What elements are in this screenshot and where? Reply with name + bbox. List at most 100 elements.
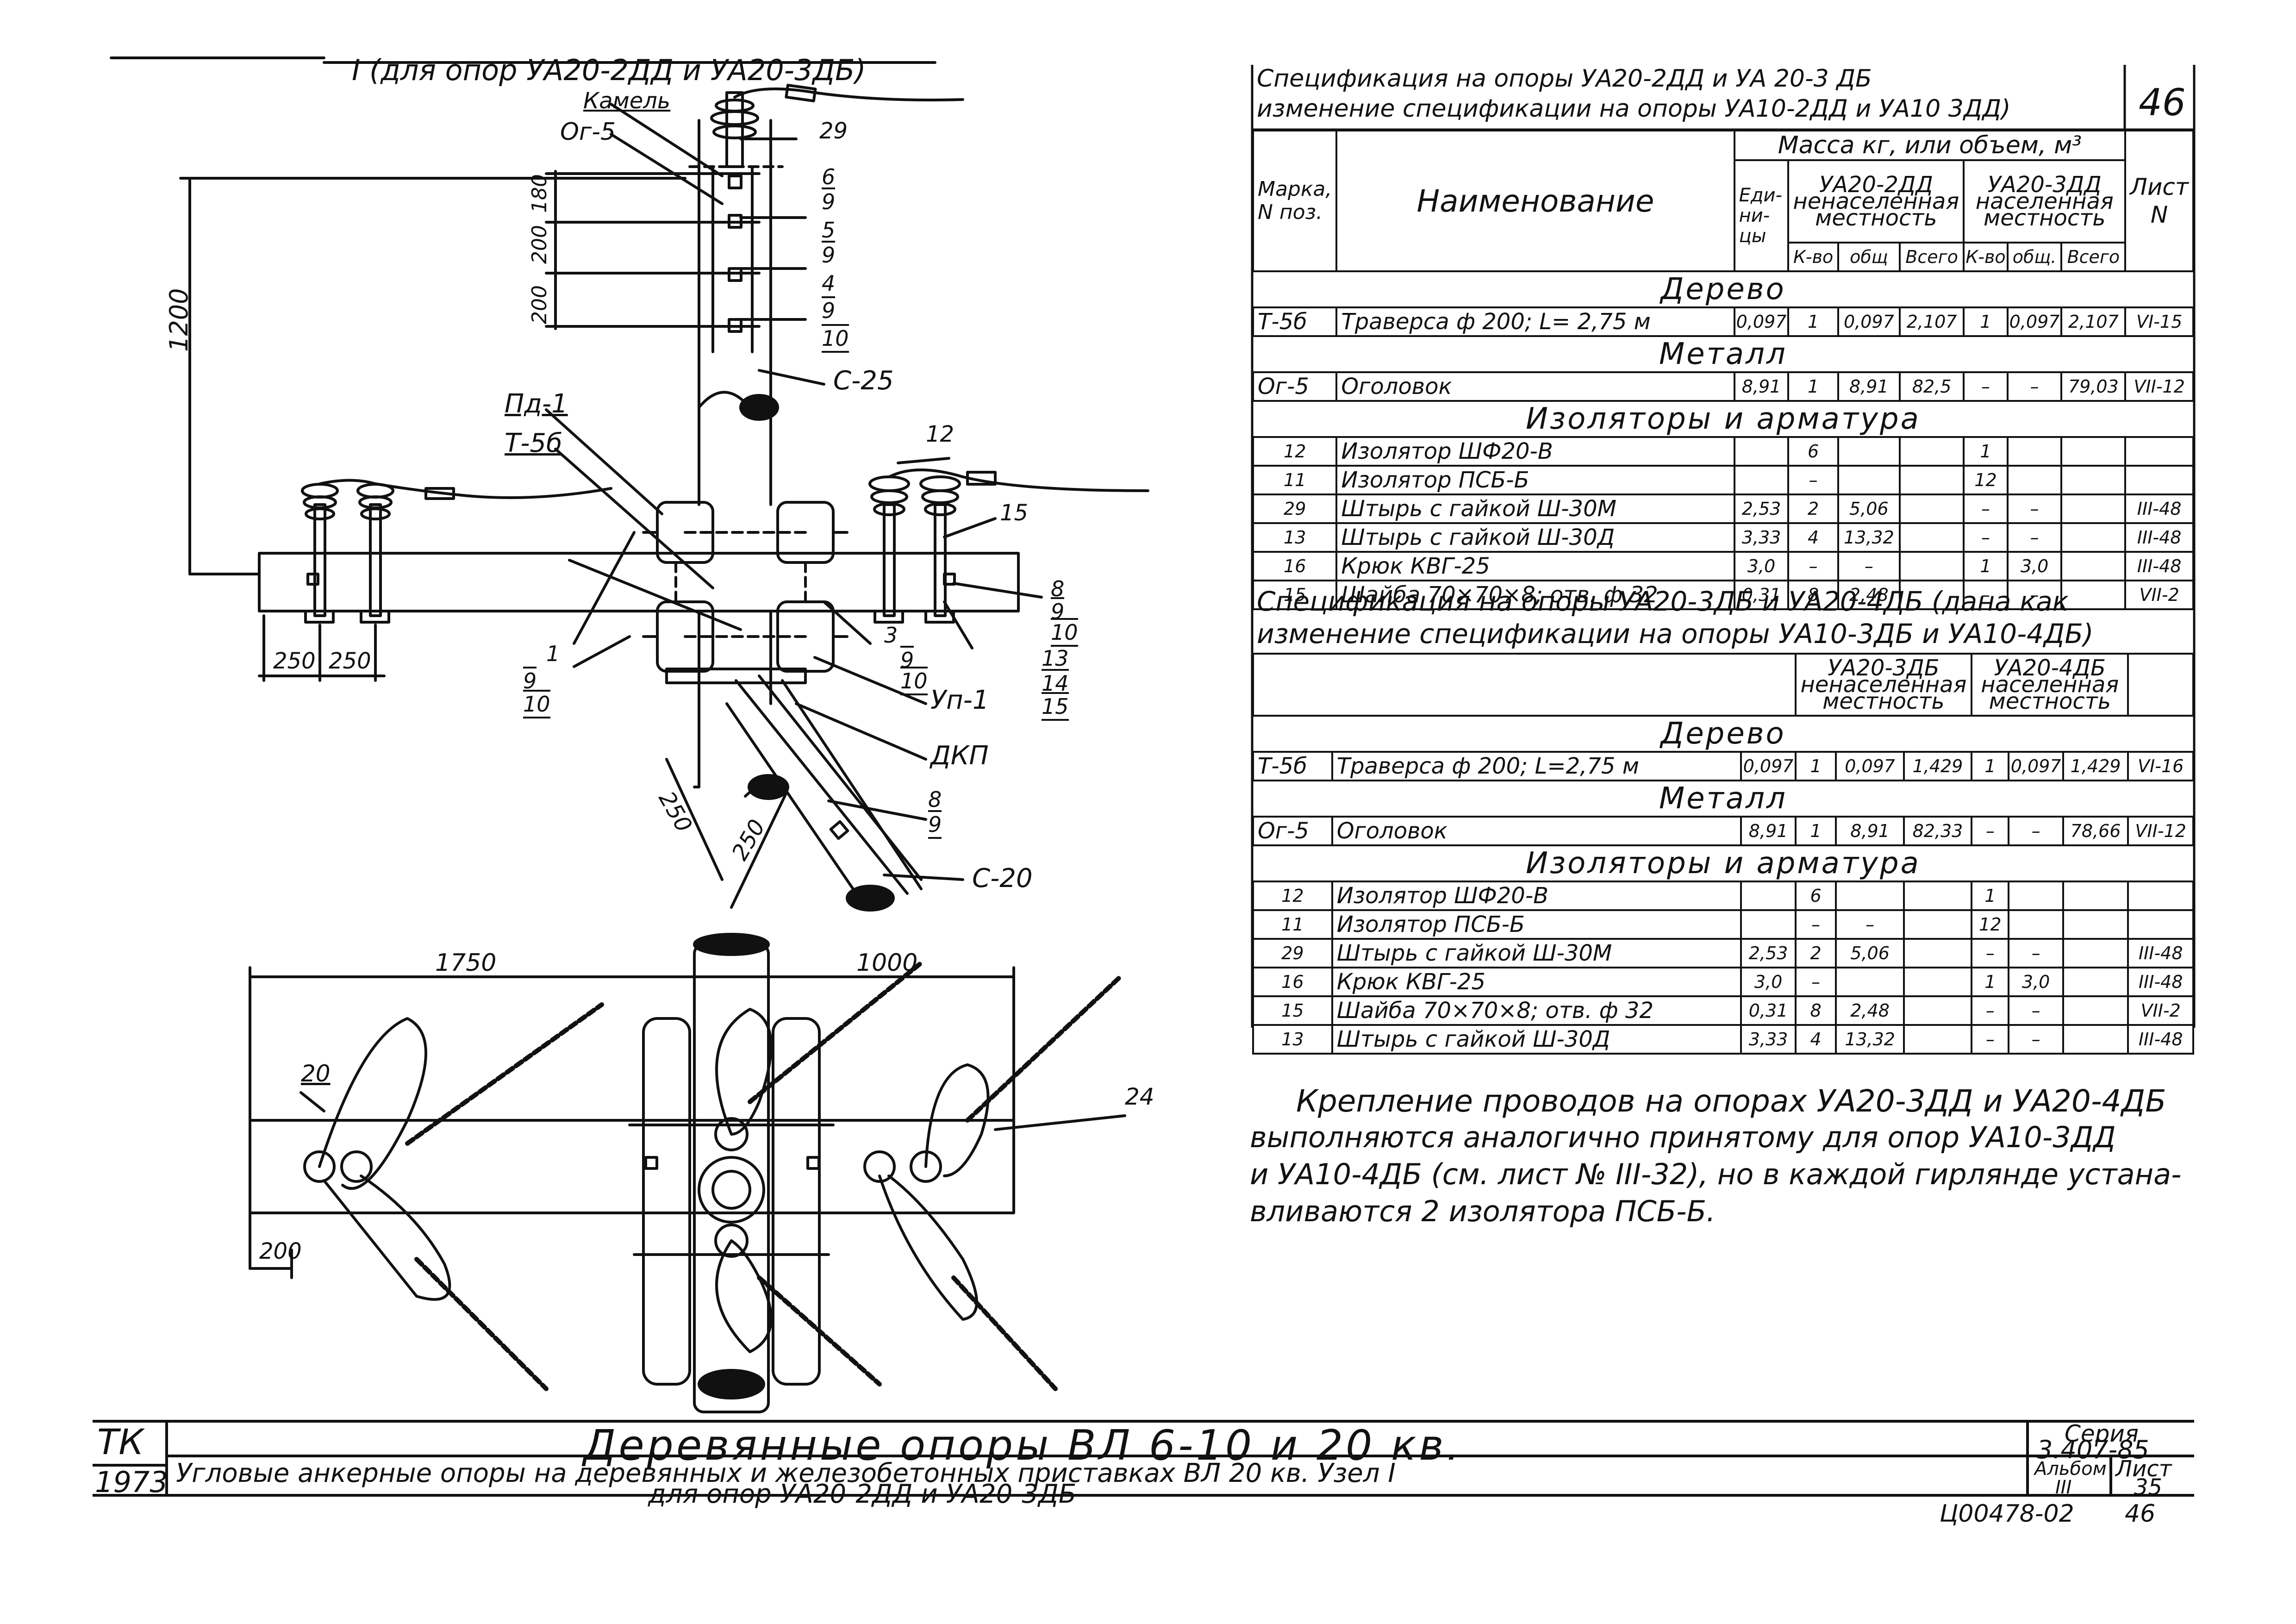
note-line-2: выполняются аналогично принятому для опо… — [1250, 1120, 2116, 1154]
node-title: I (для опор УА20-2ДД и УА20-3ДБ) — [352, 53, 866, 87]
tb-org: ТК — [97, 1421, 144, 1462]
callout-9f: 9 — [900, 646, 914, 673]
tb-sheet-value: 35 — [2134, 1474, 2163, 1500]
tb-page: 46 — [2125, 1500, 2156, 1528]
dim-200-plan: 200 — [259, 1238, 302, 1264]
spec1-col-obsh2: общ. — [2006, 242, 2063, 272]
spec1-title-1: Спецификация на опоры УА20-2ДД и УА 20-3… — [1257, 65, 1872, 93]
callout-t5b: Т-5б — [505, 428, 562, 458]
callout-pd1: Пд-1 — [505, 389, 568, 419]
note-line-1: Крепление проводов на опорах УА20-3ДД и … — [1296, 1083, 2166, 1119]
lower-pole-c20 — [693, 675, 923, 912]
callout-9e: 9 — [523, 667, 537, 693]
callout-9b: 9 — [822, 241, 836, 268]
dim-250a: 250 — [273, 648, 316, 674]
spec1-col-group2: УА20-3ДД населенная местность — [1963, 159, 2127, 244]
spec1-col-name: Наименование — [1335, 130, 1735, 272]
callout-9d: 9 — [1051, 597, 1065, 624]
spec1-col-list: Лист N — [2124, 130, 2194, 272]
note-line-4: вливаются 2 изолятора ПСБ-Б. — [1250, 1194, 1716, 1228]
tb-year: 1973 — [95, 1465, 168, 1499]
tb-sub-2: для опор УА20-2ДД и УА20-3ДБ — [648, 1479, 1077, 1509]
callout-4: 4 — [822, 271, 836, 296]
callout-og5: Ог-5 — [560, 118, 616, 146]
tb-code: Ц00478-02 — [1940, 1500, 2074, 1528]
spec2-col-group2: УА20-4ДБ населенная местность — [1971, 653, 2129, 717]
spec1-sheet-no: 46 — [2139, 81, 2186, 124]
callout-14: 14 — [1042, 669, 1069, 696]
spec2-sec-wood: Дерево — [1253, 715, 2193, 753]
callout-kamel: Камель — [583, 88, 671, 114]
note-line-3: и УА10-4ДБ (см. лист № III-32), но в каж… — [1250, 1157, 2182, 1191]
spec1-col-kvo: К-во — [1787, 242, 1839, 272]
plan-view — [249, 933, 1126, 1413]
dim-1750: 1750 — [435, 949, 497, 977]
callout-10d: 10 — [900, 667, 928, 695]
spec1-col-vsego: Всего — [1898, 242, 1965, 272]
spec1-title-2: изменение спецификации на опоры УА10-2ДД… — [1257, 95, 2011, 123]
callout-12: 12 — [926, 421, 955, 447]
spec2-sec-metal: Металл — [1253, 780, 2193, 818]
dim-1000: 1000 — [856, 949, 918, 977]
callout-c20: С-20 — [972, 863, 1033, 893]
callout-10a: 10 — [822, 324, 849, 353]
tb-main-title: Деревянные опоры ВЛ 6-10 и 20 кв. — [583, 1421, 1462, 1470]
callout-20: 20 — [301, 1060, 331, 1087]
crossarm-t5b — [258, 552, 1020, 612]
spec1-sec-ins: Изоляторы и арматура — [1253, 400, 2193, 438]
top-insulator — [710, 83, 964, 168]
callout-10c: 10 — [523, 690, 550, 718]
callout-9g: 9 — [928, 810, 942, 839]
spec1-col-obsh: общ — [1837, 242, 1901, 272]
spec1-sec-wood: Дерево — [1253, 270, 2193, 308]
spec2-sec-ins: Изоляторы и арматура — [1253, 844, 2193, 882]
spec1-col-unit: Еди- ни- цы — [1733, 159, 1790, 272]
spec1-col-mass: Масса кг, или объем, м³ — [1733, 130, 2127, 160]
spec1-col-vsego2: Всего — [2060, 242, 2127, 272]
spec2-title-2: изменение спецификации на опоры УА10-3ДБ… — [1257, 618, 2094, 650]
callout-13: 13 — [1042, 646, 1069, 671]
callout-15: 15 — [1000, 500, 1029, 526]
tb-series-value: 3.407-85 — [2037, 1435, 2149, 1464]
callout-15b: 15 — [1042, 692, 1069, 721]
tb-album-label: Альбом — [2034, 1458, 2107, 1480]
spec2-title-1: Спецификация на опоры УА20-3ДБ и УА20-4Д… — [1257, 586, 2069, 617]
callout-8b: 8 — [928, 787, 942, 812]
tb-sub-1: Угловые анкерные опоры на деревянных и ж… — [176, 1458, 1396, 1488]
callout-up1: Уп-1 — [930, 685, 989, 715]
callout-5: 5 — [822, 218, 836, 243]
tb-album-value: III — [2055, 1477, 2072, 1498]
spec1-sec-metal: Металл — [1253, 335, 2193, 373]
callout-24: 24 — [1125, 1083, 1154, 1110]
callout-10b: 10 — [1051, 618, 1078, 647]
spec1-col-mark: Марка, N поз. — [1252, 130, 1338, 272]
callout-6: 6 — [822, 164, 836, 189]
spec2-table: УА20-3ДБ ненаселенная местность УА20-4ДБ… — [1252, 653, 2194, 1055]
spec1-col-kvo2: К-во — [1963, 242, 2009, 272]
callout-dkp: ДКП — [930, 741, 989, 771]
callout-c25: С-25 — [833, 366, 894, 396]
callout-3: 3 — [884, 623, 898, 648]
callout-9c: 9 — [822, 296, 836, 323]
left-insulators — [301, 479, 612, 624]
spec1-table: Марка, N поз. Наименование Масса кг, или… — [1252, 130, 2194, 610]
callout-1: 1 — [546, 641, 560, 666]
right-insulators — [868, 468, 1149, 624]
